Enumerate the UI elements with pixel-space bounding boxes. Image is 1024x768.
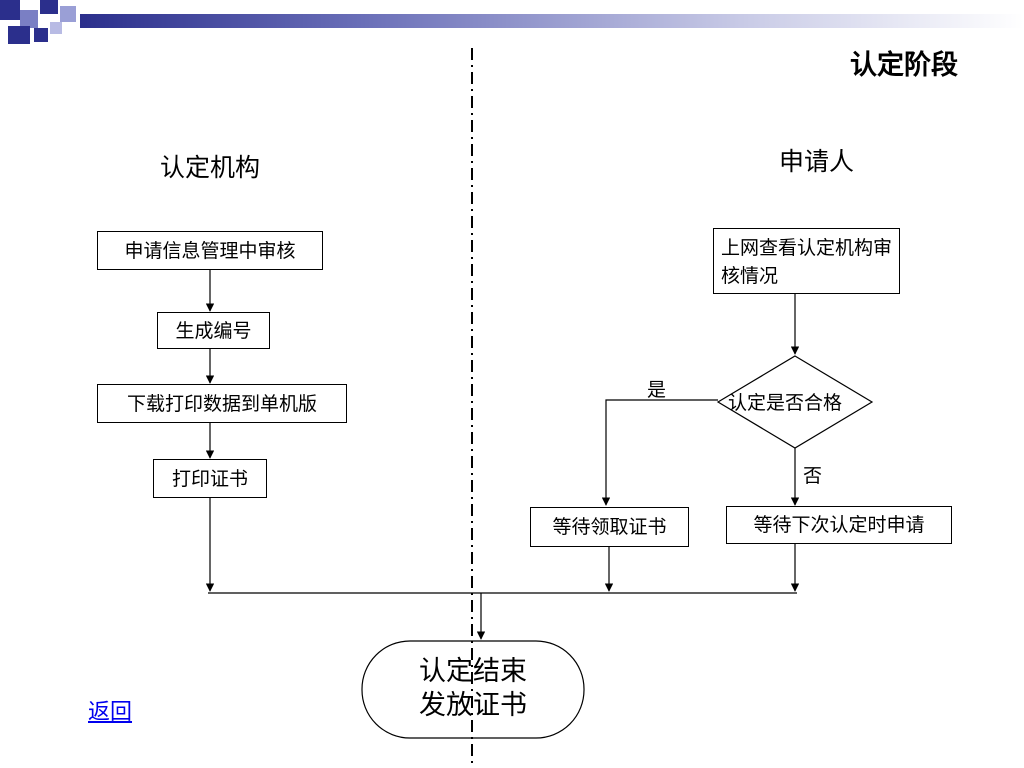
logo-square <box>34 28 48 42</box>
logo-square <box>0 0 20 20</box>
logo-square <box>20 10 38 28</box>
no-result-box: 等待下次认定时申请 <box>726 506 952 544</box>
end-line-2: 发放证书 <box>419 690 527 721</box>
page-title: 认定阶段 <box>850 50 958 81</box>
logo-square <box>40 0 58 14</box>
decision-label: 认定是否合格 <box>728 392 843 414</box>
left-column-title: 认定机构 <box>160 153 261 182</box>
end-label: 认定结束 发放证书 <box>362 655 584 723</box>
yes-branch-label: 是 <box>647 379 667 401</box>
end-terminal <box>361 640 585 739</box>
arrow-yes-branch <box>601 399 718 506</box>
step-review-box: 申请信息管理中审核 <box>97 231 323 270</box>
no-branch-label: 否 <box>803 465 823 487</box>
step-download-box: 下载打印数据到单机版 <box>97 384 347 423</box>
back-link[interactable]: 返回 <box>88 700 133 725</box>
logo-square <box>8 26 30 44</box>
logo-square <box>60 6 76 22</box>
step-check-online-box: 上网查看认定机构审核情况 <box>713 228 900 294</box>
header-gradient-bar <box>80 14 1024 28</box>
logo-square <box>50 22 62 34</box>
right-column-title: 申请人 <box>779 147 855 176</box>
header-bar <box>0 0 1024 50</box>
step-generate-number-box: 生成编号 <box>157 312 270 349</box>
yes-result-box: 等待领取证书 <box>530 507 689 547</box>
end-line-1: 认定结束 <box>419 656 527 687</box>
step-print-certificate-box: 打印证书 <box>153 459 267 498</box>
